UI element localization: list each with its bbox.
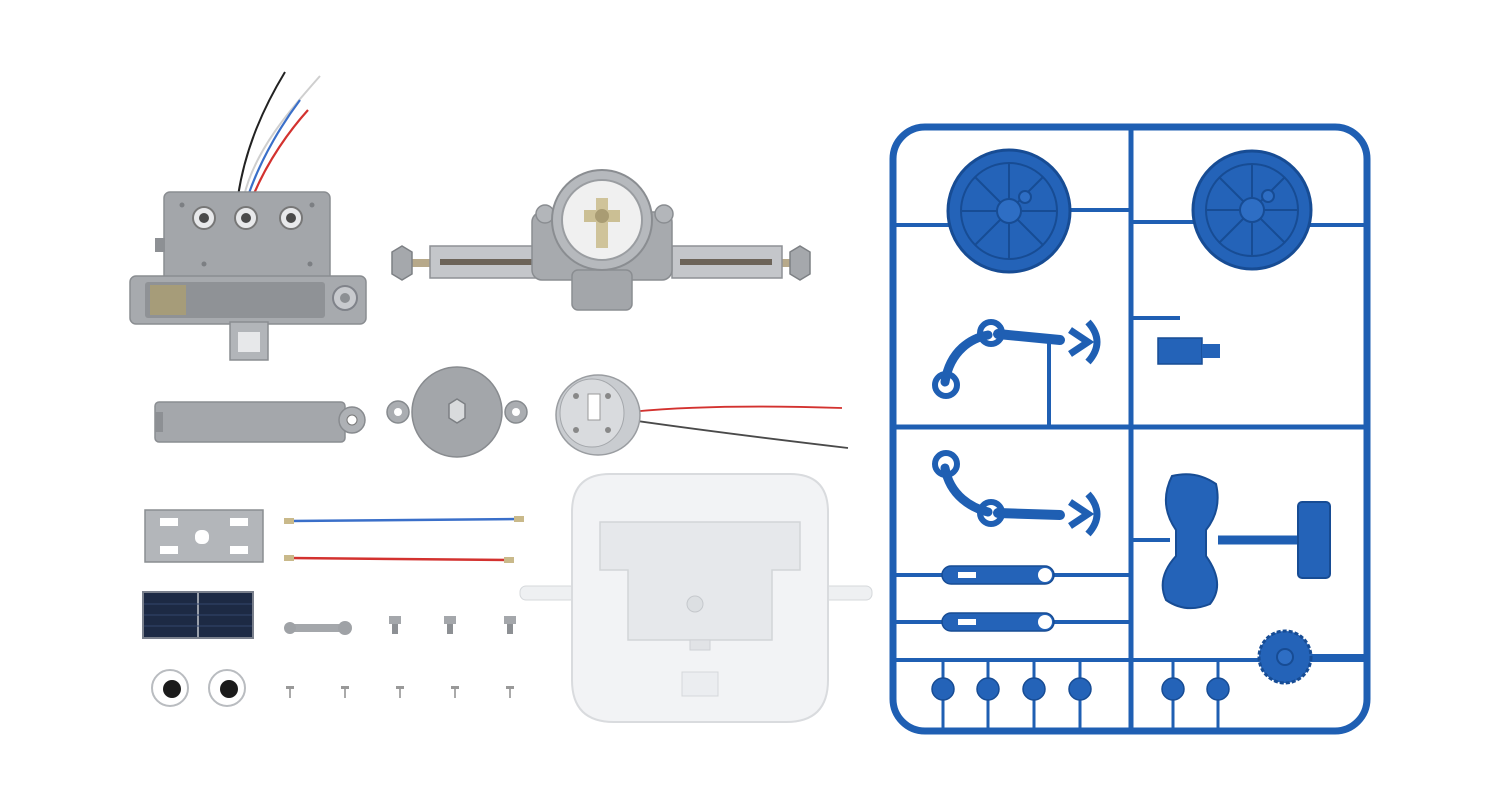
jack-socket — [279, 206, 303, 230]
dc-motor — [555, 374, 849, 456]
mounting-plate — [144, 509, 264, 563]
blue-gear — [1257, 629, 1313, 685]
blue-round-peg — [976, 677, 1000, 701]
screw — [451, 686, 459, 698]
round-motor-mount — [386, 366, 528, 458]
blue-clip — [1157, 337, 1220, 365]
mini-peg — [504, 616, 516, 634]
blue-wheel — [1191, 149, 1313, 271]
jack-socket — [192, 206, 216, 230]
small-lever — [284, 621, 352, 635]
blue-wire — [284, 516, 524, 524]
blue-round-peg — [931, 677, 955, 701]
gray-connecting-bar — [154, 401, 366, 443]
blue-robot-arm — [932, 319, 1101, 399]
blue-link-piece — [1161, 473, 1331, 610]
blue-round-peg — [1161, 677, 1185, 701]
screw — [506, 686, 514, 698]
screw — [341, 686, 349, 698]
red-wire — [284, 555, 514, 563]
screw — [396, 686, 404, 698]
battery-switch-box — [129, 71, 367, 361]
screw — [286, 686, 294, 698]
googly-eye — [151, 669, 189, 707]
blue-flat-link — [941, 565, 1055, 585]
mini-peg — [444, 616, 456, 634]
blue-round-peg — [1068, 677, 1092, 701]
blue-wheel — [946, 148, 1072, 274]
solar-panel — [142, 591, 254, 639]
googly-eye — [208, 669, 246, 707]
blue-round-peg — [1022, 677, 1046, 701]
crank-axle-assembly — [391, 169, 811, 311]
blue-flat-link — [941, 612, 1055, 632]
blue-round-peg — [1206, 677, 1230, 701]
blue-robot-arm — [932, 450, 1101, 537]
mini-peg — [389, 616, 401, 634]
white-robot-base — [519, 473, 873, 723]
jack-socket — [234, 206, 258, 230]
